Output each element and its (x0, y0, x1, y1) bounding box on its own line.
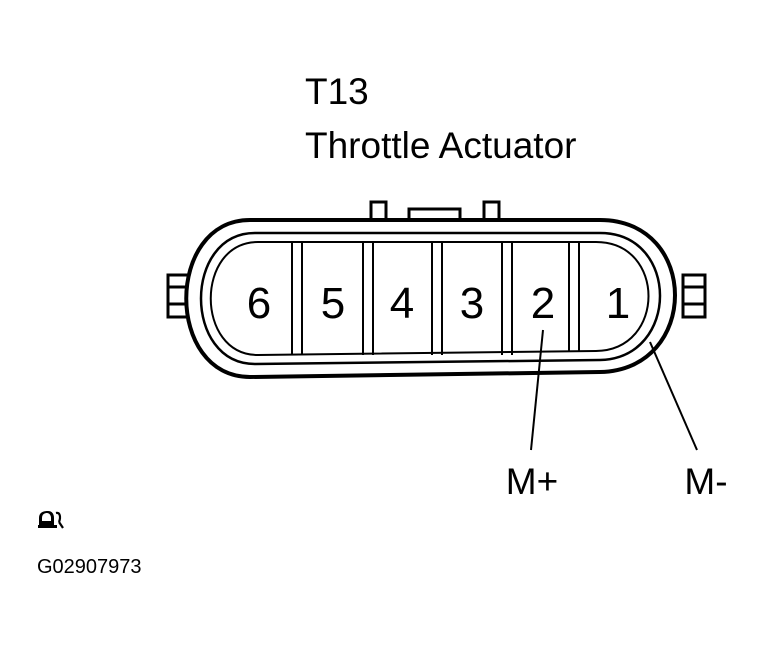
signal-label-m-minus: M- (684, 461, 727, 502)
car-symbol-icon (38, 511, 64, 529)
pin-4-label: 4 (390, 279, 414, 328)
connector-name: Throttle Actuator (305, 125, 577, 166)
cavity-dividers (291, 242, 580, 355)
pin-1-label: 1 (606, 279, 630, 328)
pin-numbers: 6 5 4 3 2 1 (247, 279, 630, 328)
leader-line-m-plus (530, 329, 544, 451)
connector-code: T13 (305, 71, 369, 112)
connector-housing-outer (184, 218, 677, 380)
pin-5-label: 5 (321, 279, 345, 328)
figure-id: G02907973 (37, 556, 142, 578)
pin-2-label: 2 (531, 279, 555, 328)
connector-housing-inner (199, 231, 662, 366)
connector-side-tabs (166, 273, 707, 319)
pin-6-label: 6 (247, 279, 271, 328)
leader-line-m-minus (649, 341, 698, 451)
connector-face (209, 241, 650, 357)
connector-latches (369, 200, 501, 220)
signal-label-m-plus: M+ (506, 461, 558, 502)
leader-lines (530, 329, 698, 451)
pin-3-label: 3 (460, 279, 484, 328)
